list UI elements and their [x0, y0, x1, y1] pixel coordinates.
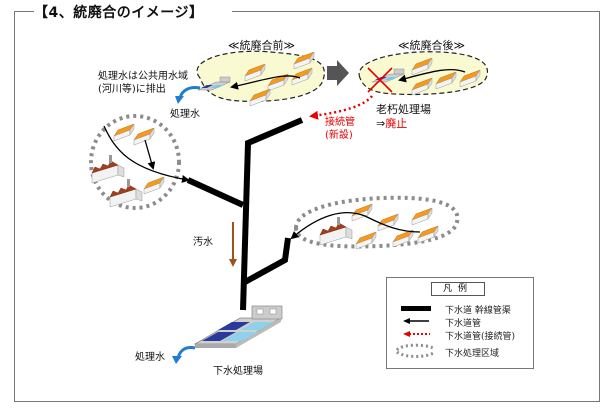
connection-pipe-arrow [309, 95, 373, 120]
treated-water-arrowhead [175, 96, 184, 104]
trunk-sewer [186, 117, 304, 311]
house-icon [411, 207, 433, 226]
connection-pipe-new-label: (新設) [325, 130, 353, 141]
abolish-prefix: ⇒ [376, 117, 386, 130]
frame-top-left-line [14, 11, 34, 12]
house-icon [133, 127, 155, 146]
discharge-note-line2: (河川等)に排出 [98, 84, 166, 95]
discharge-note-line1: 処理水は公共用水域 [98, 71, 188, 82]
transition-arrow-icon [327, 60, 349, 86]
after-heading: ≪統廃合後≫ [398, 39, 466, 52]
page-title: 【4、統廃合のイメージ】 [34, 5, 204, 21]
main-treatment-plant [193, 305, 283, 348]
frame-top-right-line [232, 11, 600, 12]
treatment-area-symbol [395, 343, 436, 358]
old-plant-label: 老朽処理場 [376, 103, 431, 116]
left-treatment-area [89, 114, 190, 210]
factory-icon [91, 154, 125, 184]
before-merge-region [175, 50, 325, 107]
diagram-frame [14, 11, 600, 402]
legend-symbols [395, 306, 436, 358]
factory-icon [109, 178, 143, 208]
sewer-pipe-arrow [290, 212, 421, 240]
legend-item-treatment-area: 下水処理区域 [445, 349, 500, 359]
legend-item-sewer-pipe: 下水道管 [445, 319, 482, 329]
legend-title: 凡例 [431, 282, 485, 296]
trunk-sewer-symbol [401, 306, 431, 311]
legend: 凡例 下水道 幹線管渠 下水道管 下水道管(接続管) 下水処理区域 [386, 277, 534, 369]
connection-pipe-label: 接続管 [325, 117, 355, 128]
sewer-pipe-arrow [144, 139, 156, 170]
sewer-pipe-arrow [103, 125, 190, 183]
abolish-cross-icon [367, 67, 393, 93]
legend-item-trunk-sewer: 下水道 幹線管渠 [445, 306, 511, 316]
treated-water-arrowhead [172, 356, 182, 364]
abolish-label: 廃止 [385, 117, 408, 130]
sewer-pipe-arrow [230, 75, 301, 90]
sewer-pipe-arrow [398, 68, 466, 83]
abolish-note: ⇒廃止 [376, 117, 407, 130]
sewage-label: 汚水 [193, 237, 213, 248]
house-icon [113, 123, 135, 142]
right-treatment-area [290, 195, 460, 250]
house-icon [417, 225, 439, 244]
plant-label: 下水処理場 [213, 366, 263, 377]
legend-item-connection-pipe: 下水道管(接続管) [445, 332, 516, 342]
before-heading: ≪統廃合前≫ [228, 39, 296, 52]
house-icon [143, 176, 165, 195]
factory-icon [319, 216, 353, 246]
after-merge-region [358, 51, 488, 96]
before-treated-water-label: 処理水 [170, 109, 200, 120]
main-treated-water-label: 処理水 [135, 352, 165, 363]
